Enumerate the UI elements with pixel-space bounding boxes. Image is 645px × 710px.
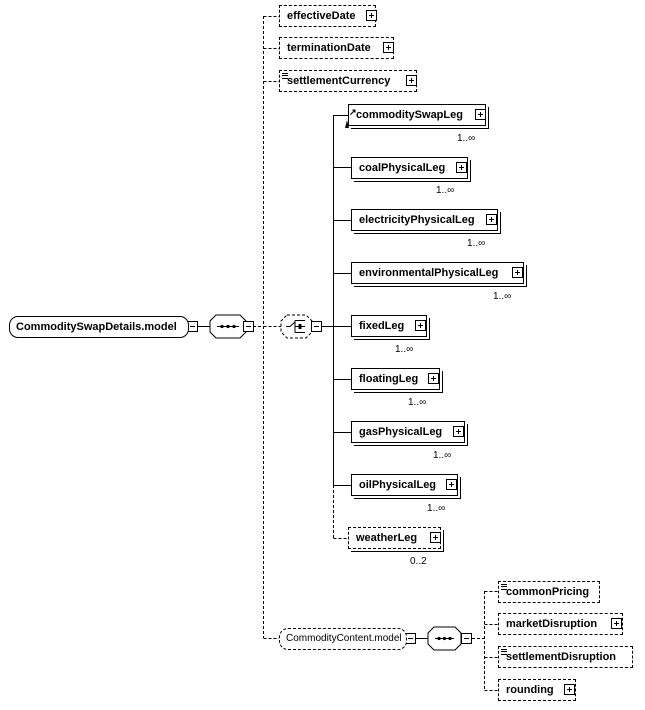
commodity-swap-leg-cardinality: 1..∞ [457,133,476,144]
commodity-swap-leg-label: commoditySwapLeg [356,109,463,121]
market-disruption-expand-icon[interactable] [611,618,622,629]
market-disruption-element[interactable]: marketDisruption [498,613,623,635]
oil-physical-leg-element[interactable]: oilPhysicalLeg [351,474,458,496]
rounding-expand-icon[interactable] [564,684,575,695]
settlement-disruption-element[interactable]: settlementDisruption [498,646,633,668]
electricity-physical-leg-expand-icon[interactable] [486,214,497,225]
documentation-icon [282,73,288,79]
rounding-label: rounding [506,684,554,696]
electricity-physical-leg-cardinality: 1..∞ [467,238,486,249]
weather-leg-element[interactable]: weatherLeg [348,527,441,549]
content-model-label: CommodityContent.model [286,633,402,644]
termination-date-element[interactable]: terminationDate [279,37,394,59]
content-sequence-compositor [427,626,462,651]
commodity-swap-leg-element[interactable]: ↗ commoditySwapLeg [348,104,486,126]
common-pricing-element[interactable]: commonPricing [498,581,600,603]
gas-physical-leg-element[interactable]: gasPhysicalLeg [351,421,465,443]
market-disruption-label: marketDisruption [506,618,598,630]
content-model-group-box[interactable]: CommodityContent.model [279,628,407,650]
environmental-physical-leg-expand-icon[interactable] [512,267,523,278]
oil-physical-leg-expand-icon[interactable] [446,479,457,490]
floating-leg-expand-icon[interactable] [428,373,439,384]
sequence-collapse-icon[interactable] [243,321,254,332]
electricity-physical-leg-element[interactable]: electricityPhysicalLeg [351,209,498,231]
commodity-swap-leg-expand-icon[interactable] [475,109,486,120]
rounding-element[interactable]: rounding [498,679,576,701]
environmental-physical-leg-cardinality: 1..∞ [493,291,512,302]
sequence-compositor [209,314,247,339]
root-group-box[interactable]: CommoditySwapDetails.model [9,316,189,338]
oil-physical-leg-label: oilPhysicalLeg [359,479,437,491]
coal-physical-leg-expand-icon[interactable] [456,162,467,173]
environmental-physical-leg-label: environmentalPhysicalLeg [359,267,499,279]
choice-collapse-icon[interactable] [311,321,322,332]
documentation-icon [501,584,507,590]
floating-leg-label: floatingLeg [359,373,419,385]
fixed-leg-element[interactable]: fixedLeg [351,315,427,337]
coal-physical-leg-label: coalPhysicalLeg [359,162,446,174]
fixed-leg-expand-icon[interactable] [415,320,426,331]
gas-physical-leg-label: gasPhysicalLeg [359,426,443,438]
floating-leg-cardinality: 1..∞ [408,397,427,408]
termination-date-expand-icon[interactable] [383,42,394,53]
settlement-currency-element[interactable]: settlementCurrency [279,70,417,92]
gas-physical-leg-expand-icon[interactable] [453,426,464,437]
fixed-leg-cardinality: 1..∞ [395,344,414,355]
gas-physical-leg-cardinality: 1..∞ [433,450,452,461]
weather-leg-cardinality: 0..2 [410,556,427,567]
weather-leg-expand-icon[interactable] [430,532,441,543]
settlement-disruption-label: settlementDisruption [506,651,617,663]
environmental-physical-leg-element[interactable]: environmentalPhysicalLeg [351,262,524,284]
content-sequence-collapse-icon[interactable] [461,633,472,644]
floating-leg-element[interactable]: floatingLeg [351,368,440,390]
common-pricing-label: commonPricing [506,586,590,598]
settlement-currency-expand-icon[interactable] [406,75,417,86]
settlement-currency-label: settlementCurrency [287,75,391,87]
reference-arrow-icon: ↗ [349,107,357,117]
oil-physical-leg-cardinality: 1..∞ [427,503,446,514]
coal-physical-leg-cardinality: 1..∞ [436,185,455,196]
root-group-label: CommoditySwapDetails.model [16,321,177,333]
effective-date-element[interactable]: effectiveDate [279,5,377,27]
electricity-physical-leg-label: electricityPhysicalLeg [359,214,475,226]
termination-date-label: terminationDate [287,42,371,54]
fixed-leg-label: fixedLeg [359,320,405,332]
choice-compositor [280,314,313,339]
effective-date-label: effectiveDate [287,10,356,22]
effective-date-expand-icon[interactable] [366,10,377,21]
coal-physical-leg-element[interactable]: coalPhysicalLeg [351,157,468,179]
weather-leg-label: weatherLeg [356,532,418,544]
documentation-icon [501,649,507,655]
